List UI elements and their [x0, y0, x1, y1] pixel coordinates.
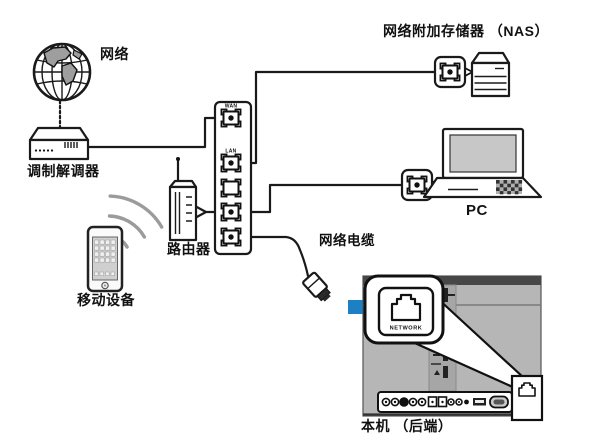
- network-jack-small-icon: [518, 382, 536, 397]
- lan-port-1-icon: [221, 154, 240, 171]
- wan-port-icon: [221, 109, 240, 126]
- router-label: 路由器: [167, 241, 211, 257]
- lan-port-4-icon: [221, 228, 240, 245]
- network-port-box: [510, 374, 544, 422]
- modem-to-wan-cable: [86, 116, 225, 149]
- internet-label: 网络: [100, 46, 129, 62]
- mobile-device-label: 移动设备: [77, 292, 135, 308]
- network-jack-icon: [390, 293, 422, 322]
- pc-label: PC: [466, 202, 488, 219]
- smartphone-icon: [86, 225, 124, 293]
- unit-rear-label: 本机 （后端）: [361, 418, 453, 434]
- lan-to-pc-cable: [238, 183, 406, 214]
- nas-label: 网络附加存储器 （NAS）: [383, 23, 549, 39]
- lan-port-2-icon: [221, 179, 240, 196]
- nas-icon: [470, 51, 511, 98]
- modem-label: 调制解调器: [27, 163, 100, 179]
- lan-to-unit-cable: [238, 235, 310, 278]
- globe-icon: [32, 42, 92, 102]
- laptop-icon: [422, 127, 543, 199]
- wan-label: WAN: [225, 104, 238, 110]
- keyboard-texture: [496, 180, 523, 195]
- router-icon: [168, 157, 198, 242]
- rj45-plug-icon: [302, 271, 331, 302]
- nas-connector-icon: [433, 55, 474, 89]
- connector-strip: [377, 391, 513, 413]
- panel-top-edge: [363, 276, 541, 285]
- lan-label: LAN: [225, 149, 236, 155]
- modem-icon: [28, 126, 90, 161]
- lan-port-3-icon: [221, 203, 240, 220]
- usb-port-icon: [473, 398, 486, 406]
- switch-panel: WAN LAN: [213, 100, 253, 256]
- lan-to-nas-cable: [238, 70, 438, 165]
- dsub-port-icon: [489, 395, 509, 409]
- network-callout: NETWORK: [363, 274, 445, 345]
- network-jack-label: NETWORK: [390, 326, 423, 332]
- network-cable-label: 网络电缆: [319, 233, 375, 248]
